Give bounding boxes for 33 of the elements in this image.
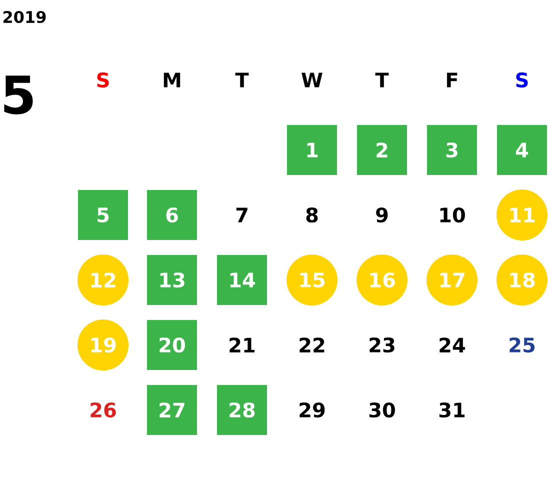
date-number: 26 [90, 402, 116, 418]
date-number: 7 [236, 208, 248, 222]
weekday-header: M [164, 72, 180, 88]
date-box: 14 [217, 255, 267, 305]
weekday-header: W [302, 72, 322, 88]
weekday-header: T [235, 72, 249, 88]
date-box: 20 [147, 320, 197, 370]
date-box: 4 [497, 125, 547, 175]
date-number: 8 [306, 207, 318, 223]
date-number: 23 [370, 337, 394, 353]
date-box: 13 [147, 255, 197, 305]
date-number: 29 [300, 402, 325, 418]
date-number: 9 [376, 207, 388, 223]
year-label: 2019 [3, 10, 46, 24]
date-number: 24 [440, 338, 466, 352]
weekday-header: S [97, 72, 109, 88]
date-number: 22 [300, 338, 324, 352]
date-number: 25 [510, 337, 535, 353]
weekday-header: T [375, 72, 389, 88]
date-box: 1 [287, 125, 337, 175]
date-number: 10 [440, 207, 465, 223]
month-number: 5 [4, 76, 33, 114]
date-number: 30 [369, 402, 395, 418]
weekday-header: S [516, 72, 528, 88]
weekday-header: F [447, 72, 458, 88]
date-box: 3 [427, 125, 477, 175]
date-box: 2 [357, 125, 407, 175]
date-number: 21 [230, 338, 255, 352]
date-box: 27 [147, 385, 197, 435]
date-number: 31 [439, 402, 465, 418]
date-box: 6 [147, 190, 197, 240]
date-box: 5 [78, 190, 128, 240]
date-box: 28 [217, 385, 267, 435]
